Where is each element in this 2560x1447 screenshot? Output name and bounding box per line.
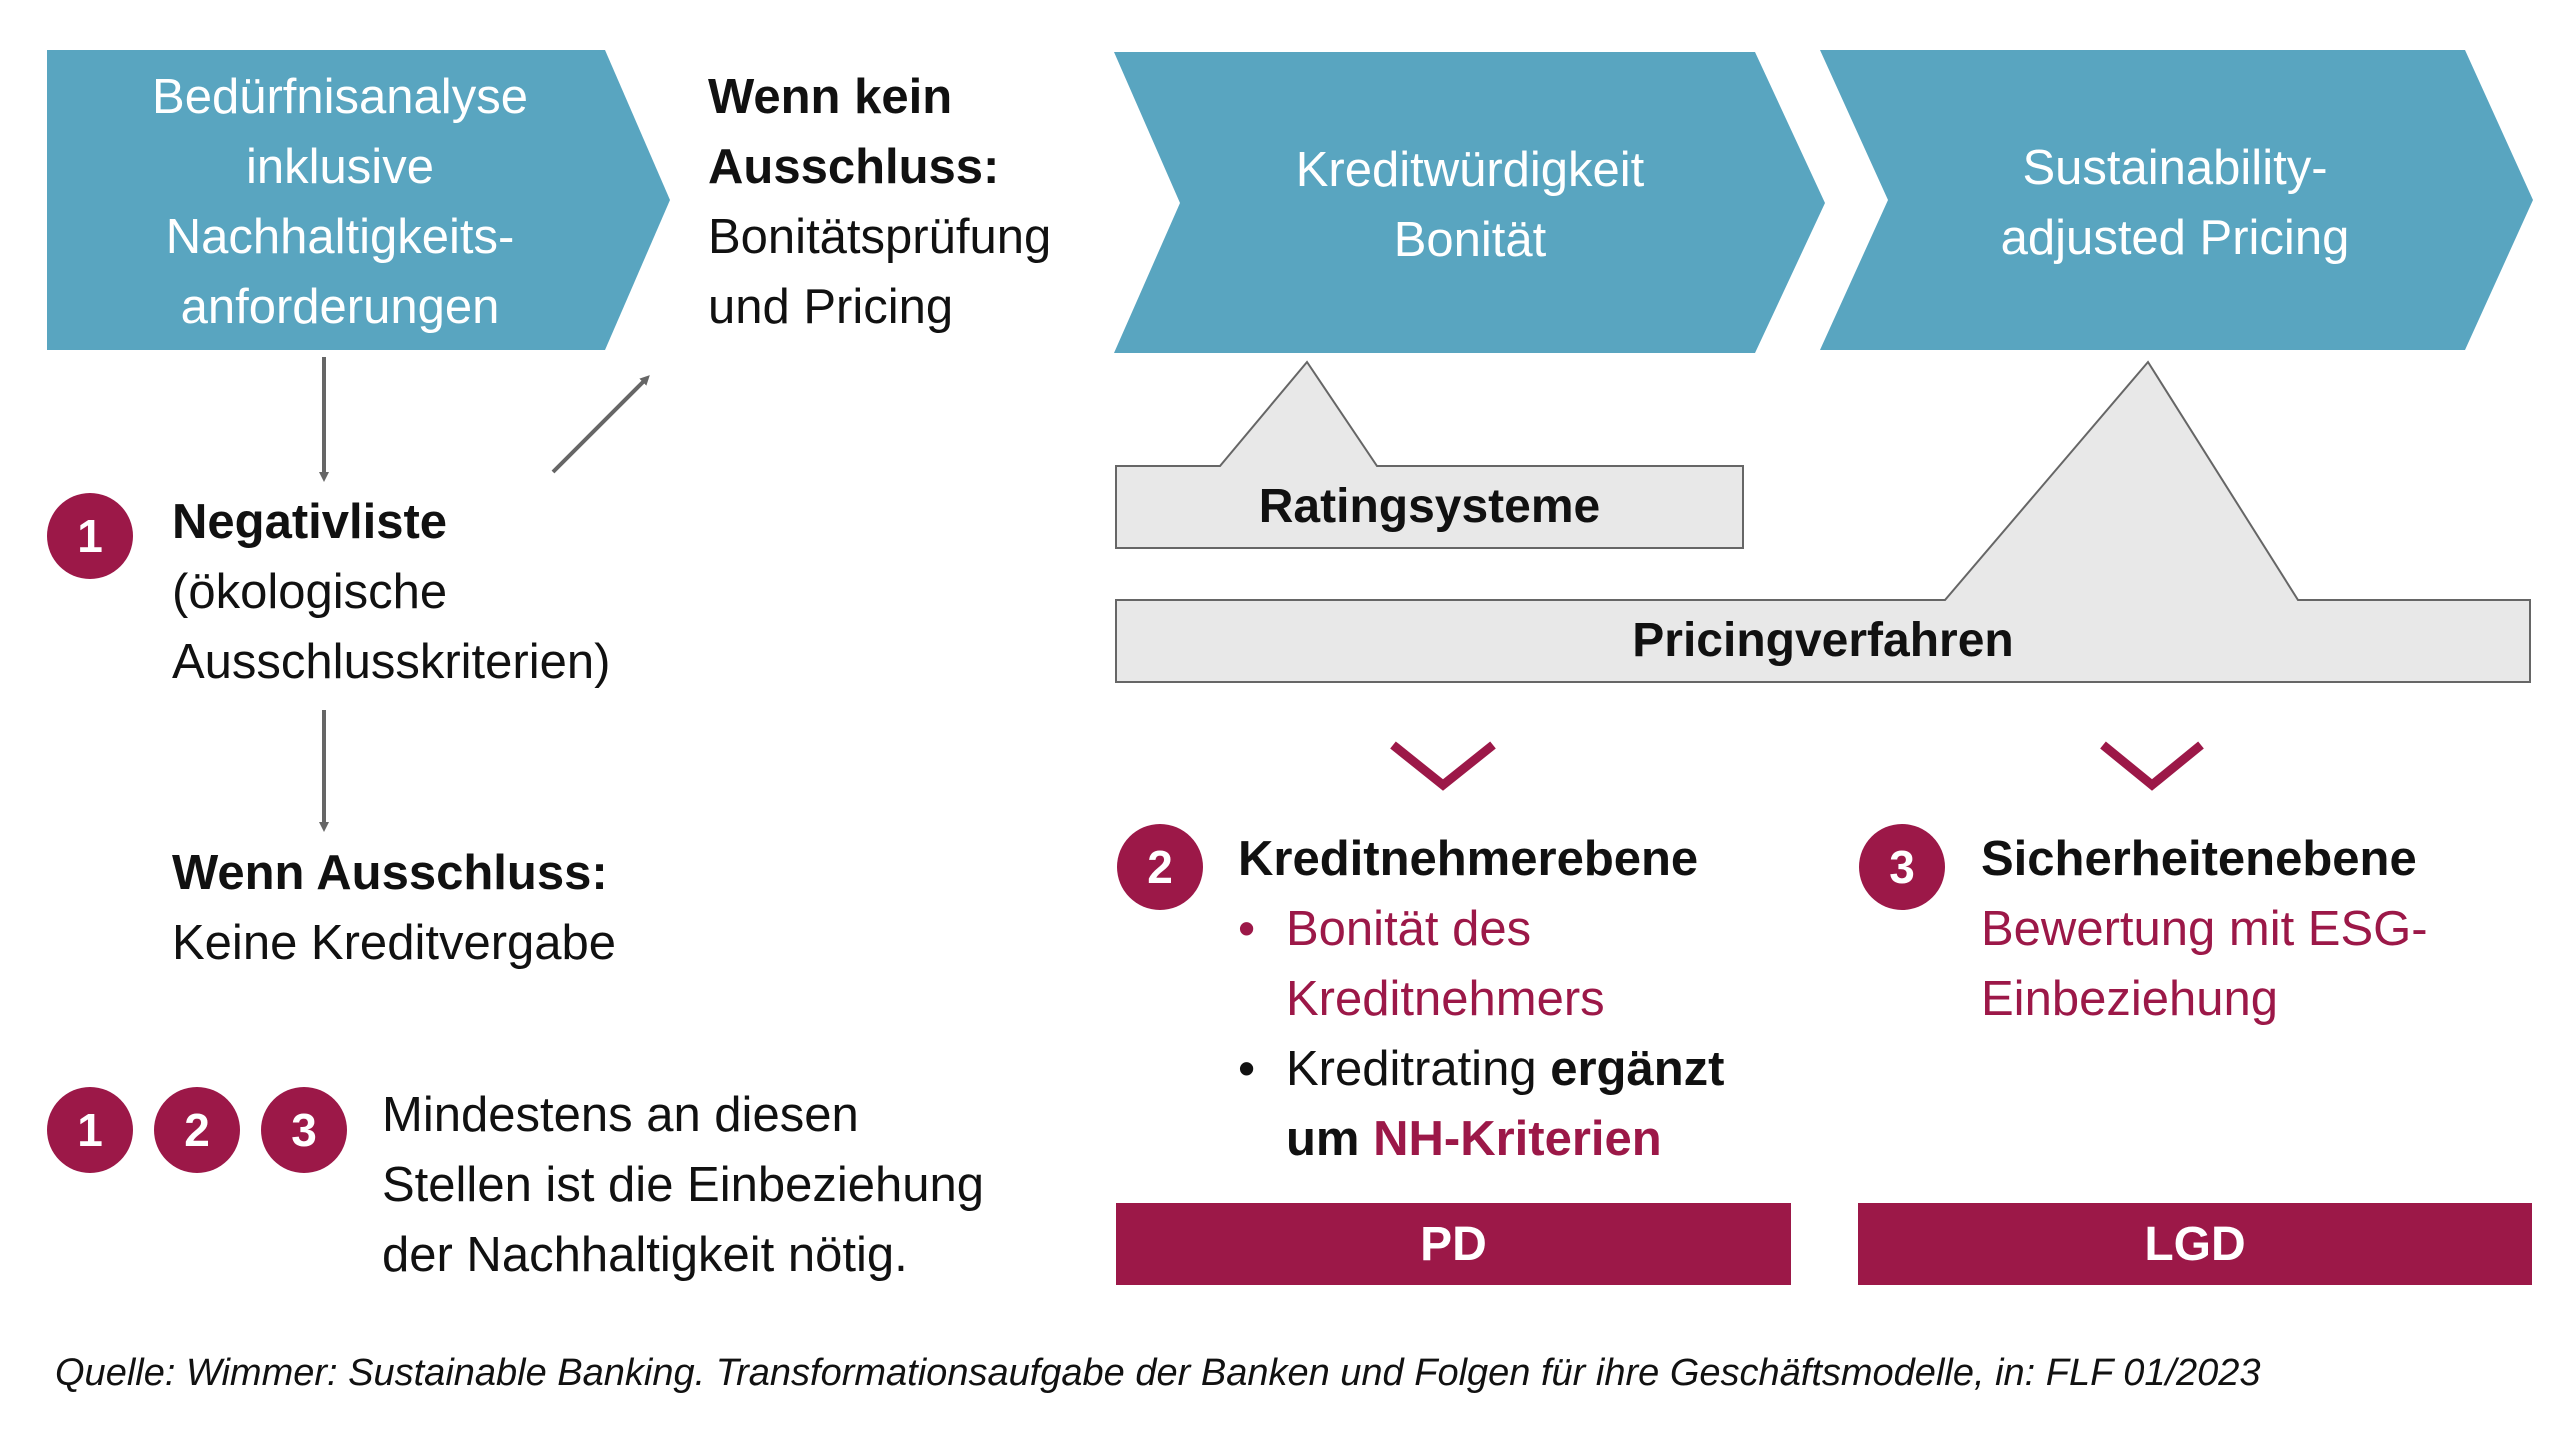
ratingsysteme-label: Ratingsysteme	[1258, 480, 1601, 533]
bullet-text: Kreditnehmers	[1286, 972, 1605, 1026]
bullet-text: Kreditrating	[1286, 1042, 1551, 1096]
sicherheiten-line: Einbeziehung	[1981, 972, 2278, 1026]
kreditnehmer-bullets: • Bonität des Kreditnehmers • Kreditrating…	[1238, 894, 1724, 1174]
bullet-text: Bonität des	[1286, 902, 1532, 956]
bullet-item: • Bonität des	[1238, 894, 1724, 964]
wenn-ausschluss-title: Wenn Ausschluss:	[172, 846, 608, 900]
step2-label: Kreditwürdigkeit Bonität	[1180, 135, 1760, 275]
legend-line: Mindestens an diesen	[382, 1088, 859, 1142]
legend-badge-3: 3	[261, 1087, 347, 1173]
pricingverfahren-label: Pricingverfahren	[1632, 614, 2014, 667]
step1-line: inklusive	[246, 140, 434, 194]
step1-line: Nachhaltigkeits-	[165, 210, 515, 264]
bullet-item-continued: um NH-Kriterien	[1238, 1104, 1724, 1174]
negativliste-line: Ausschlusskriterien)	[172, 635, 611, 689]
pricingverfahren-callout-shape	[1115, 360, 2531, 683]
legend-badge-2: 2	[154, 1087, 240, 1173]
badge-1: 1	[47, 493, 133, 579]
bullet-item: • Kreditrating ergänzt	[1238, 1034, 1724, 1104]
caret-down-icon	[1390, 741, 1496, 791]
legend-badge-1: 1	[47, 1087, 133, 1173]
step1-line: anforderungen	[180, 280, 500, 334]
step1-label: Bedürfnisanalyse inklusive Nachhaltigkei…	[60, 62, 620, 342]
step1-line: Bedürfnisanalyse	[152, 70, 528, 124]
sicherheiten-text: Bewertung mit ESG- Einbeziehung	[1981, 894, 2428, 1034]
bullet-text-bold: um	[1286, 1112, 1374, 1166]
negativliste-line: (ökologische	[172, 565, 448, 619]
sicherheiten-title: Sicherheitenebene	[1981, 832, 2417, 886]
wenn-ausschluss-block: Wenn Ausschluss: Keine Kreditvergabe	[172, 838, 616, 978]
bullet-icon: •	[1238, 902, 1256, 956]
step2-chevron	[1114, 52, 1825, 353]
sicherheiten-line: Bewertung mit ESG-	[1981, 902, 2428, 956]
step3-line: adjusted Pricing	[2000, 211, 2350, 265]
step3-chevron	[1820, 50, 2533, 350]
legend-line: Stellen ist die Einbeziehung	[382, 1158, 985, 1212]
caret-down-icon	[2100, 741, 2204, 791]
legend-text: Mindestens an diesen Stellen ist die Ein…	[382, 1080, 984, 1290]
wenn-kein-ausschluss-block: Wenn kein Ausschluss: Bonitätsprüfung un…	[708, 62, 1051, 342]
badge-2: 2	[1117, 824, 1203, 910]
bullet-icon: •	[1238, 1042, 1256, 1096]
wenn-kein-line: und Pricing	[708, 280, 954, 334]
ratingsysteme-callout-shape	[1115, 360, 1744, 549]
legend-line: der Nachhaltigkeit nötig.	[382, 1228, 908, 1282]
negativliste-title: Negativliste	[172, 495, 448, 549]
badge-3: 3	[1859, 824, 1945, 910]
wenn-kein-line: Bonitätsprüfung	[708, 210, 1052, 264]
wenn-ausschluss-text: Keine Kreditvergabe	[172, 916, 617, 970]
lgd-bar: LGD	[1858, 1203, 2532, 1285]
step3-label: Sustainability- adjusted Pricing	[1885, 133, 2465, 273]
step2-line: Kreditwürdigkeit	[1295, 143, 1645, 197]
pd-bar: PD	[1116, 1203, 1791, 1285]
arrow-up-to-wenn-kein	[551, 375, 650, 474]
source-note: Quelle: Wimmer: Sustainable Banking. Tra…	[55, 1352, 2261, 1394]
bullet-text-bold: ergänzt	[1550, 1042, 1725, 1096]
wenn-kein-title: Ausschluss:	[708, 140, 1000, 194]
negativliste-block: Negativliste (ökologische Ausschlusskrit…	[172, 487, 610, 697]
step3-line: Sustainability-	[2022, 141, 2328, 195]
step2-line: Bonität	[1393, 213, 1547, 267]
kreditnehmer-title: Kreditnehmerebene	[1238, 832, 1699, 886]
step1-chevron	[47, 50, 670, 350]
bullet-text-highlight: NH-Kriterien	[1373, 1112, 1662, 1166]
wenn-kein-title: Wenn kein	[708, 70, 953, 124]
